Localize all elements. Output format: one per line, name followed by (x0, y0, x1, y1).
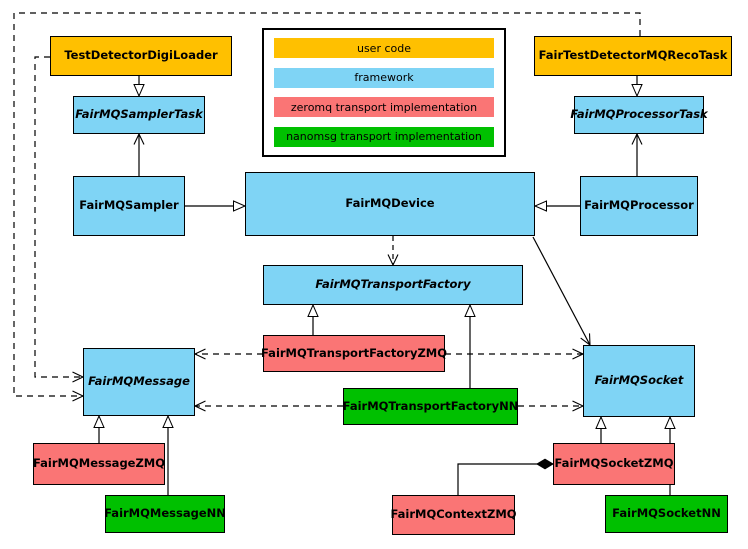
legend-label: zeromq transport implementation (290, 100, 478, 114)
legend-panel: user code framework zeromq transport imp… (262, 28, 506, 157)
class-box-fairmqtransportfactoryzmq[interactable]: FairMQTransportFactoryZMQ (261, 335, 448, 372)
class-label: FairMQMessageNN (104, 506, 226, 521)
legend-item-user-code: user code (274, 38, 494, 58)
class-box-fairmqmessage[interactable]: FairMQMessage (83, 348, 195, 416)
class-label: FairMQProcessor (584, 198, 694, 213)
class-label: FairMQTransportFactory (315, 277, 471, 292)
class-box-fairmqmessagezmq[interactable]: FairMQMessageZMQ (33, 443, 165, 485)
legend-label: nanomsg transport implementation (286, 130, 482, 144)
class-box-fairmqsocketzmq[interactable]: FairMQSocketZMQ (553, 443, 675, 485)
class-label: FairMQSocketZMQ (554, 456, 674, 471)
class-label: FairMQSampler (79, 198, 179, 213)
class-label: FairMQDevice (345, 196, 435, 211)
legend-item-nanomsg: nanomsg transport implementation (274, 126, 494, 147)
class-label: FairMQSamplerTask (75, 107, 203, 122)
class-label: FairMQTransportFactoryZMQ (261, 345, 448, 360)
class-box-fairtestdetectormqrecotask[interactable]: FairTestDetectorMQRecoTask (534, 36, 732, 76)
class-box-fairmqsocket[interactable]: FairMQSocket (583, 345, 695, 417)
class-box-fairmqsampler[interactable]: FairMQSampler (73, 176, 185, 236)
class-box-fairmqtransportfactorynn[interactable]: FairMQTransportFactoryNN (343, 388, 518, 425)
class-box-fairmqmessagenn[interactable]: FairMQMessageNN (104, 495, 226, 533)
class-label: FairMQTransportFactoryNN (342, 398, 519, 413)
edge-device-to-socket (532, 236, 591, 347)
class-label: FairMQSocketNN (612, 506, 721, 521)
class-box-fairmqdevice[interactable]: FairMQDevice (245, 172, 535, 236)
class-label: FairMQProcessorTask (570, 107, 708, 122)
class-box-fairmqsamplertask[interactable]: FairMQSamplerTask (73, 96, 205, 134)
class-label: FairMQSocket (594, 373, 684, 388)
legend-item-zeromq: zeromq transport implementation (274, 97, 494, 118)
class-box-fairmqtransportfactory[interactable]: FairMQTransportFactory (263, 265, 523, 305)
edge-contextzmq-to-socketzmq (457, 458, 554, 495)
class-label: FairMQContextZMQ (390, 507, 517, 522)
legend-item-framework: framework (274, 67, 494, 88)
class-label: FairTestDetectorMQRecoTask (538, 48, 728, 63)
class-box-fairmqcontextzmq[interactable]: FairMQContextZMQ (390, 495, 517, 535)
class-box-fairmqprocessor[interactable]: FairMQProcessor (580, 176, 698, 236)
class-box-testdetectordigiloader[interactable]: TestDetectorDigiLoader (50, 36, 232, 76)
legend-label: user code (356, 41, 412, 55)
legend-label: framework (354, 71, 414, 85)
class-label: FairMQMessage (88, 374, 190, 389)
class-box-fairmqsocketnn[interactable]: FairMQSocketNN (605, 495, 728, 533)
class-label: FairMQMessageZMQ (32, 456, 166, 471)
class-label: TestDetectorDigiLoader (64, 48, 218, 63)
class-box-fairmqprocessortask[interactable]: FairMQProcessorTask (570, 96, 708, 134)
